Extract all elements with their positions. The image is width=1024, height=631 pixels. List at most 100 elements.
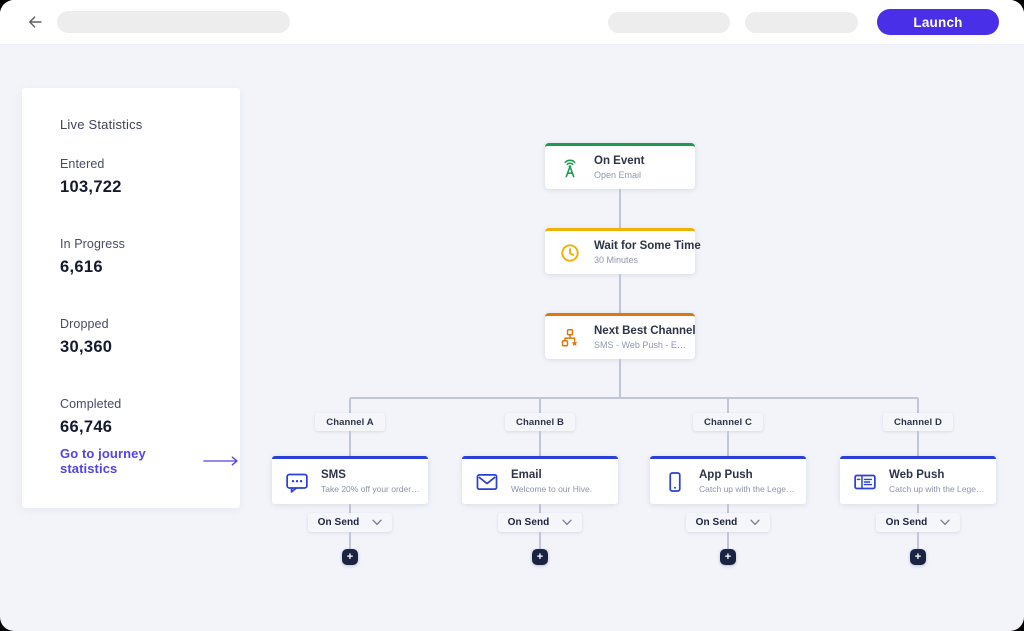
connector-line [539, 398, 541, 413]
topbar: Launch [0, 0, 1024, 45]
journey-canvas: Live Statistics Entered 103,722 In Progr… [0, 45, 1024, 631]
journey-statistics-link-label: Go to journey statistics [60, 446, 146, 476]
connector-line [539, 431, 541, 456]
connector-line [539, 504, 541, 513]
app-push-phone-icon [662, 469, 688, 495]
card-text: SMS Take 20% off your order with code ..… [321, 469, 420, 494]
live-statistics-panel: Live Statistics Entered 103,722 In Progr… [22, 88, 240, 508]
node-text: Wait for Some Time 30 Minutes [594, 240, 701, 265]
stat-label: In Progress [60, 237, 126, 251]
card-title: Email [511, 469, 542, 481]
card-web-push[interactable]: Web Push Catch up with the Legends! [840, 456, 996, 504]
card-app-push[interactable]: App Push Catch up with the Legends! [650, 456, 806, 504]
launch-button[interactable]: Launch [877, 9, 999, 35]
connector-line [917, 398, 919, 413]
card-subtitle: Take 20% off your order with code ... [321, 484, 420, 494]
channel-chip: Channel B [505, 413, 575, 431]
add-step-button[interactable]: + [342, 549, 358, 565]
on-send-label: On Send [885, 517, 928, 528]
connector-line [727, 504, 729, 513]
on-send-dropdown[interactable]: On Send [875, 513, 961, 532]
connector-line [619, 359, 621, 398]
branch-channel-d: Channel D Web Push Catch up with the Leg… [840, 398, 996, 565]
on-send-dropdown[interactable]: On Send [307, 513, 393, 532]
connector-line [917, 431, 919, 456]
card-email[interactable]: Email Welcome to our Hive. [462, 456, 618, 504]
flow-node-column: On Event Open Email Wait for Some Time 3… [545, 143, 701, 398]
branch-channel-c: Channel C App Push Catch up with the Leg… [650, 398, 806, 565]
on-send-label: On Send [317, 517, 360, 528]
card-text: App Push Catch up with the Legends! [699, 469, 798, 494]
journey-statistics-link[interactable]: Go to journey statistics [60, 446, 240, 476]
card-text: Email Welcome to our Hive. [511, 469, 592, 494]
on-send-dropdown[interactable]: On Send [497, 513, 583, 532]
card-title: Web Push [889, 469, 945, 481]
connector-line [917, 532, 919, 549]
connector-line [349, 504, 351, 513]
connector-line [727, 398, 729, 413]
stat-value: 30,360 [60, 338, 113, 356]
node-on-event[interactable]: On Event Open Email [545, 143, 695, 189]
back-button[interactable] [22, 9, 48, 35]
stat-value: 6,616 [60, 258, 103, 276]
node-wait[interactable]: Wait for Some Time 30 Minutes [545, 228, 701, 274]
connector-split-line [350, 397, 918, 399]
connector-line [349, 532, 351, 549]
stat-entered: Entered 103,722 [60, 157, 240, 197]
stats-title: Live Statistics [60, 117, 143, 132]
clock-icon [558, 241, 582, 265]
topbar-skeleton-1 [608, 11, 730, 33]
chevron-down-icon [940, 519, 951, 526]
node-text: Next Best Channel SMS - Web Push - Email [594, 325, 696, 350]
node-title: Next Best Channel [594, 325, 696, 337]
chevron-down-icon [562, 519, 573, 526]
add-step-button[interactable]: + [910, 549, 926, 565]
node-subtitle: Open Email [594, 170, 642, 180]
node-subtitle: SMS - Web Push - Email [594, 340, 687, 350]
topbar-skeleton-2 [745, 11, 858, 33]
channel-chip: Channel A [315, 413, 385, 431]
channel-chip: Channel D [883, 413, 953, 431]
chevron-down-icon [750, 519, 761, 526]
on-send-label: On Send [507, 517, 550, 528]
web-push-browser-icon [852, 469, 878, 495]
connector-line [349, 398, 351, 413]
add-step-button[interactable]: + [532, 549, 548, 565]
card-subtitle: Catch up with the Legends! [699, 484, 798, 494]
chevron-down-icon [372, 519, 383, 526]
connector-line [917, 504, 919, 513]
long-right-arrow-icon [203, 456, 239, 466]
on-send-label: On Send [695, 517, 738, 528]
connector-line [539, 532, 541, 549]
connector-line [727, 431, 729, 456]
card-text: Web Push Catch up with the Legends! [889, 469, 988, 494]
stat-in-progress: In Progress 6,616 [60, 237, 240, 277]
stat-dropped: Dropped 30,360 [60, 317, 240, 357]
stat-label: Completed [60, 397, 122, 411]
branch-channel-b: Channel B Email Welcome to our Hive. On … [462, 398, 618, 565]
connector-line [619, 274, 621, 313]
broadcast-icon [558, 156, 582, 180]
stat-value: 103,722 [60, 178, 122, 196]
on-send-dropdown[interactable]: On Send [685, 513, 771, 532]
card-subtitle: Welcome to our Hive. [511, 484, 593, 494]
channel-chip: Channel C [693, 413, 763, 431]
org-chart-star-icon [558, 326, 582, 350]
node-next-best-channel[interactable]: Next Best Channel SMS - Web Push - Email [545, 313, 696, 359]
branch-channel-a: Channel A SMS Take 20% off your order wi… [272, 398, 428, 565]
node-title: Wait for Some Time [594, 240, 701, 252]
email-envelope-icon [474, 469, 500, 495]
stat-value: 66,746 [60, 418, 113, 436]
add-step-button[interactable]: + [720, 549, 736, 565]
back-arrow-icon [29, 16, 42, 28]
card-sms[interactable]: SMS Take 20% off your order with code ..… [272, 456, 428, 504]
connector-line [619, 189, 621, 228]
card-title: App Push [699, 469, 753, 481]
node-title: On Event [594, 155, 645, 167]
sms-bubble-icon [284, 469, 310, 495]
node-text: On Event Open Email [594, 155, 644, 180]
stat-completed: Completed 66,746 [60, 397, 240, 437]
stat-label: Dropped [60, 317, 109, 331]
connector-line [349, 431, 351, 456]
